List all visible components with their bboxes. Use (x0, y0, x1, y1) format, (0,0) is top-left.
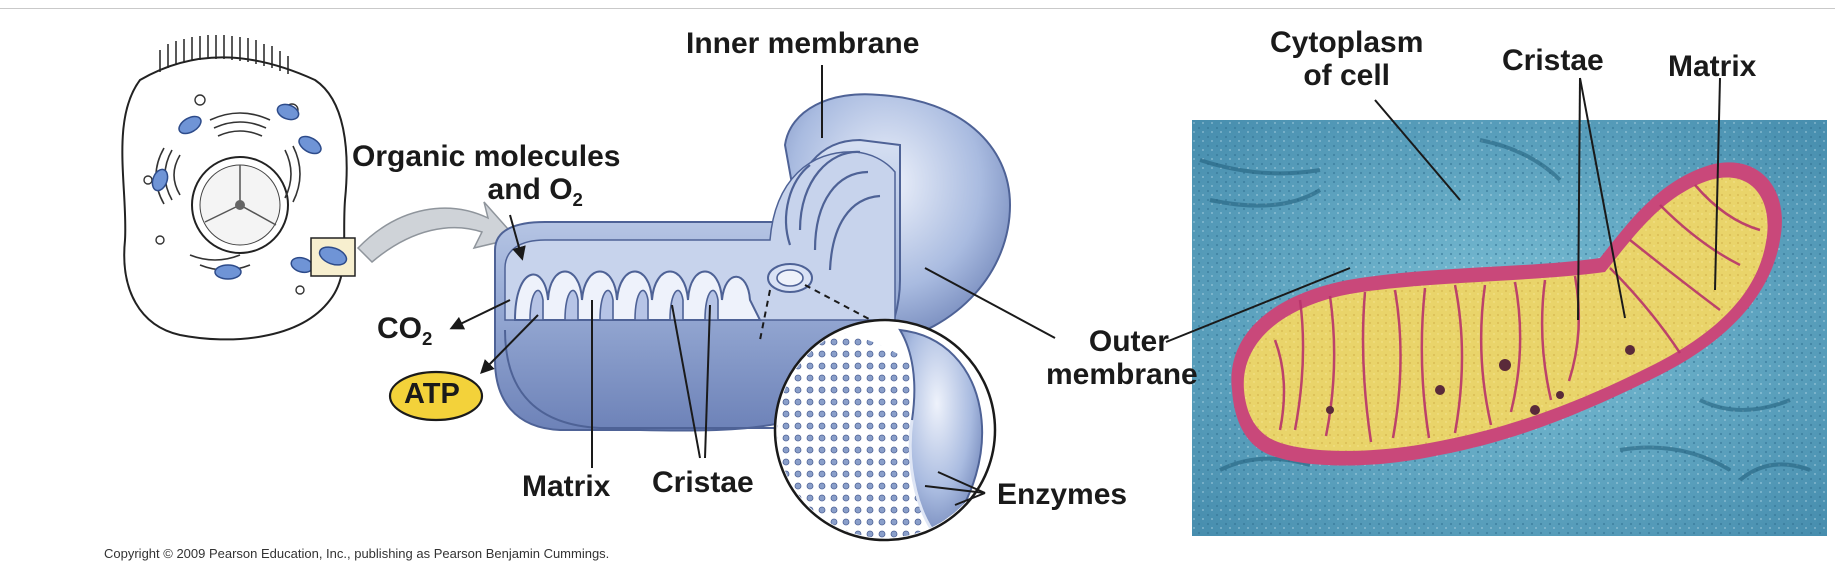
atp-oval (388, 370, 484, 422)
label-co2: CO2 (377, 312, 432, 348)
micrograph (1192, 120, 1827, 536)
label-organic-molecules-line2: and O2 (450, 173, 620, 209)
label-inner-membrane: Inner membrane (686, 27, 920, 60)
label-outer-membrane-line2: membrane (1046, 358, 1198, 391)
leader-lines (449, 65, 1721, 506)
label-enzymes: Enzymes (997, 478, 1128, 511)
label-cytoplasm-of-cell: Cytoplasm of cell (1270, 26, 1423, 92)
top-rule (0, 8, 1835, 9)
label-co: CO (377, 312, 422, 345)
copyright-notice: Copyright © 2009 Pearson Education, Inc.… (104, 546, 610, 561)
zoom-arrow (356, 201, 518, 264)
label-cytoplasm-line1: Cytoplasm (1270, 26, 1424, 59)
label-outer-membrane: Outer membrane (1046, 325, 1198, 391)
label-matrix-bottom: Matrix (522, 470, 611, 503)
label-outer-membrane-line1: Outer (1088, 325, 1169, 358)
label-cristae-top: Cristae (1502, 44, 1604, 77)
label-and-o: and O (487, 173, 573, 206)
label-cristae-bottom: Cristae (652, 466, 754, 499)
label-atp: ATP (404, 378, 460, 410)
label-o2-subscript: 2 (572, 188, 583, 210)
mitochondrion-drawing (494, 93, 1012, 542)
label-matrix-top: Matrix (1668, 50, 1757, 83)
label-cytoplasm-line2: of cell (1303, 59, 1391, 92)
cell-drawing (121, 35, 356, 341)
label-organic-molecules-line1: Organic molecules (352, 140, 621, 173)
label-co2-subscript: 2 (422, 327, 433, 349)
label-organic-molecules: Organic molecules and O2 (352, 140, 621, 209)
